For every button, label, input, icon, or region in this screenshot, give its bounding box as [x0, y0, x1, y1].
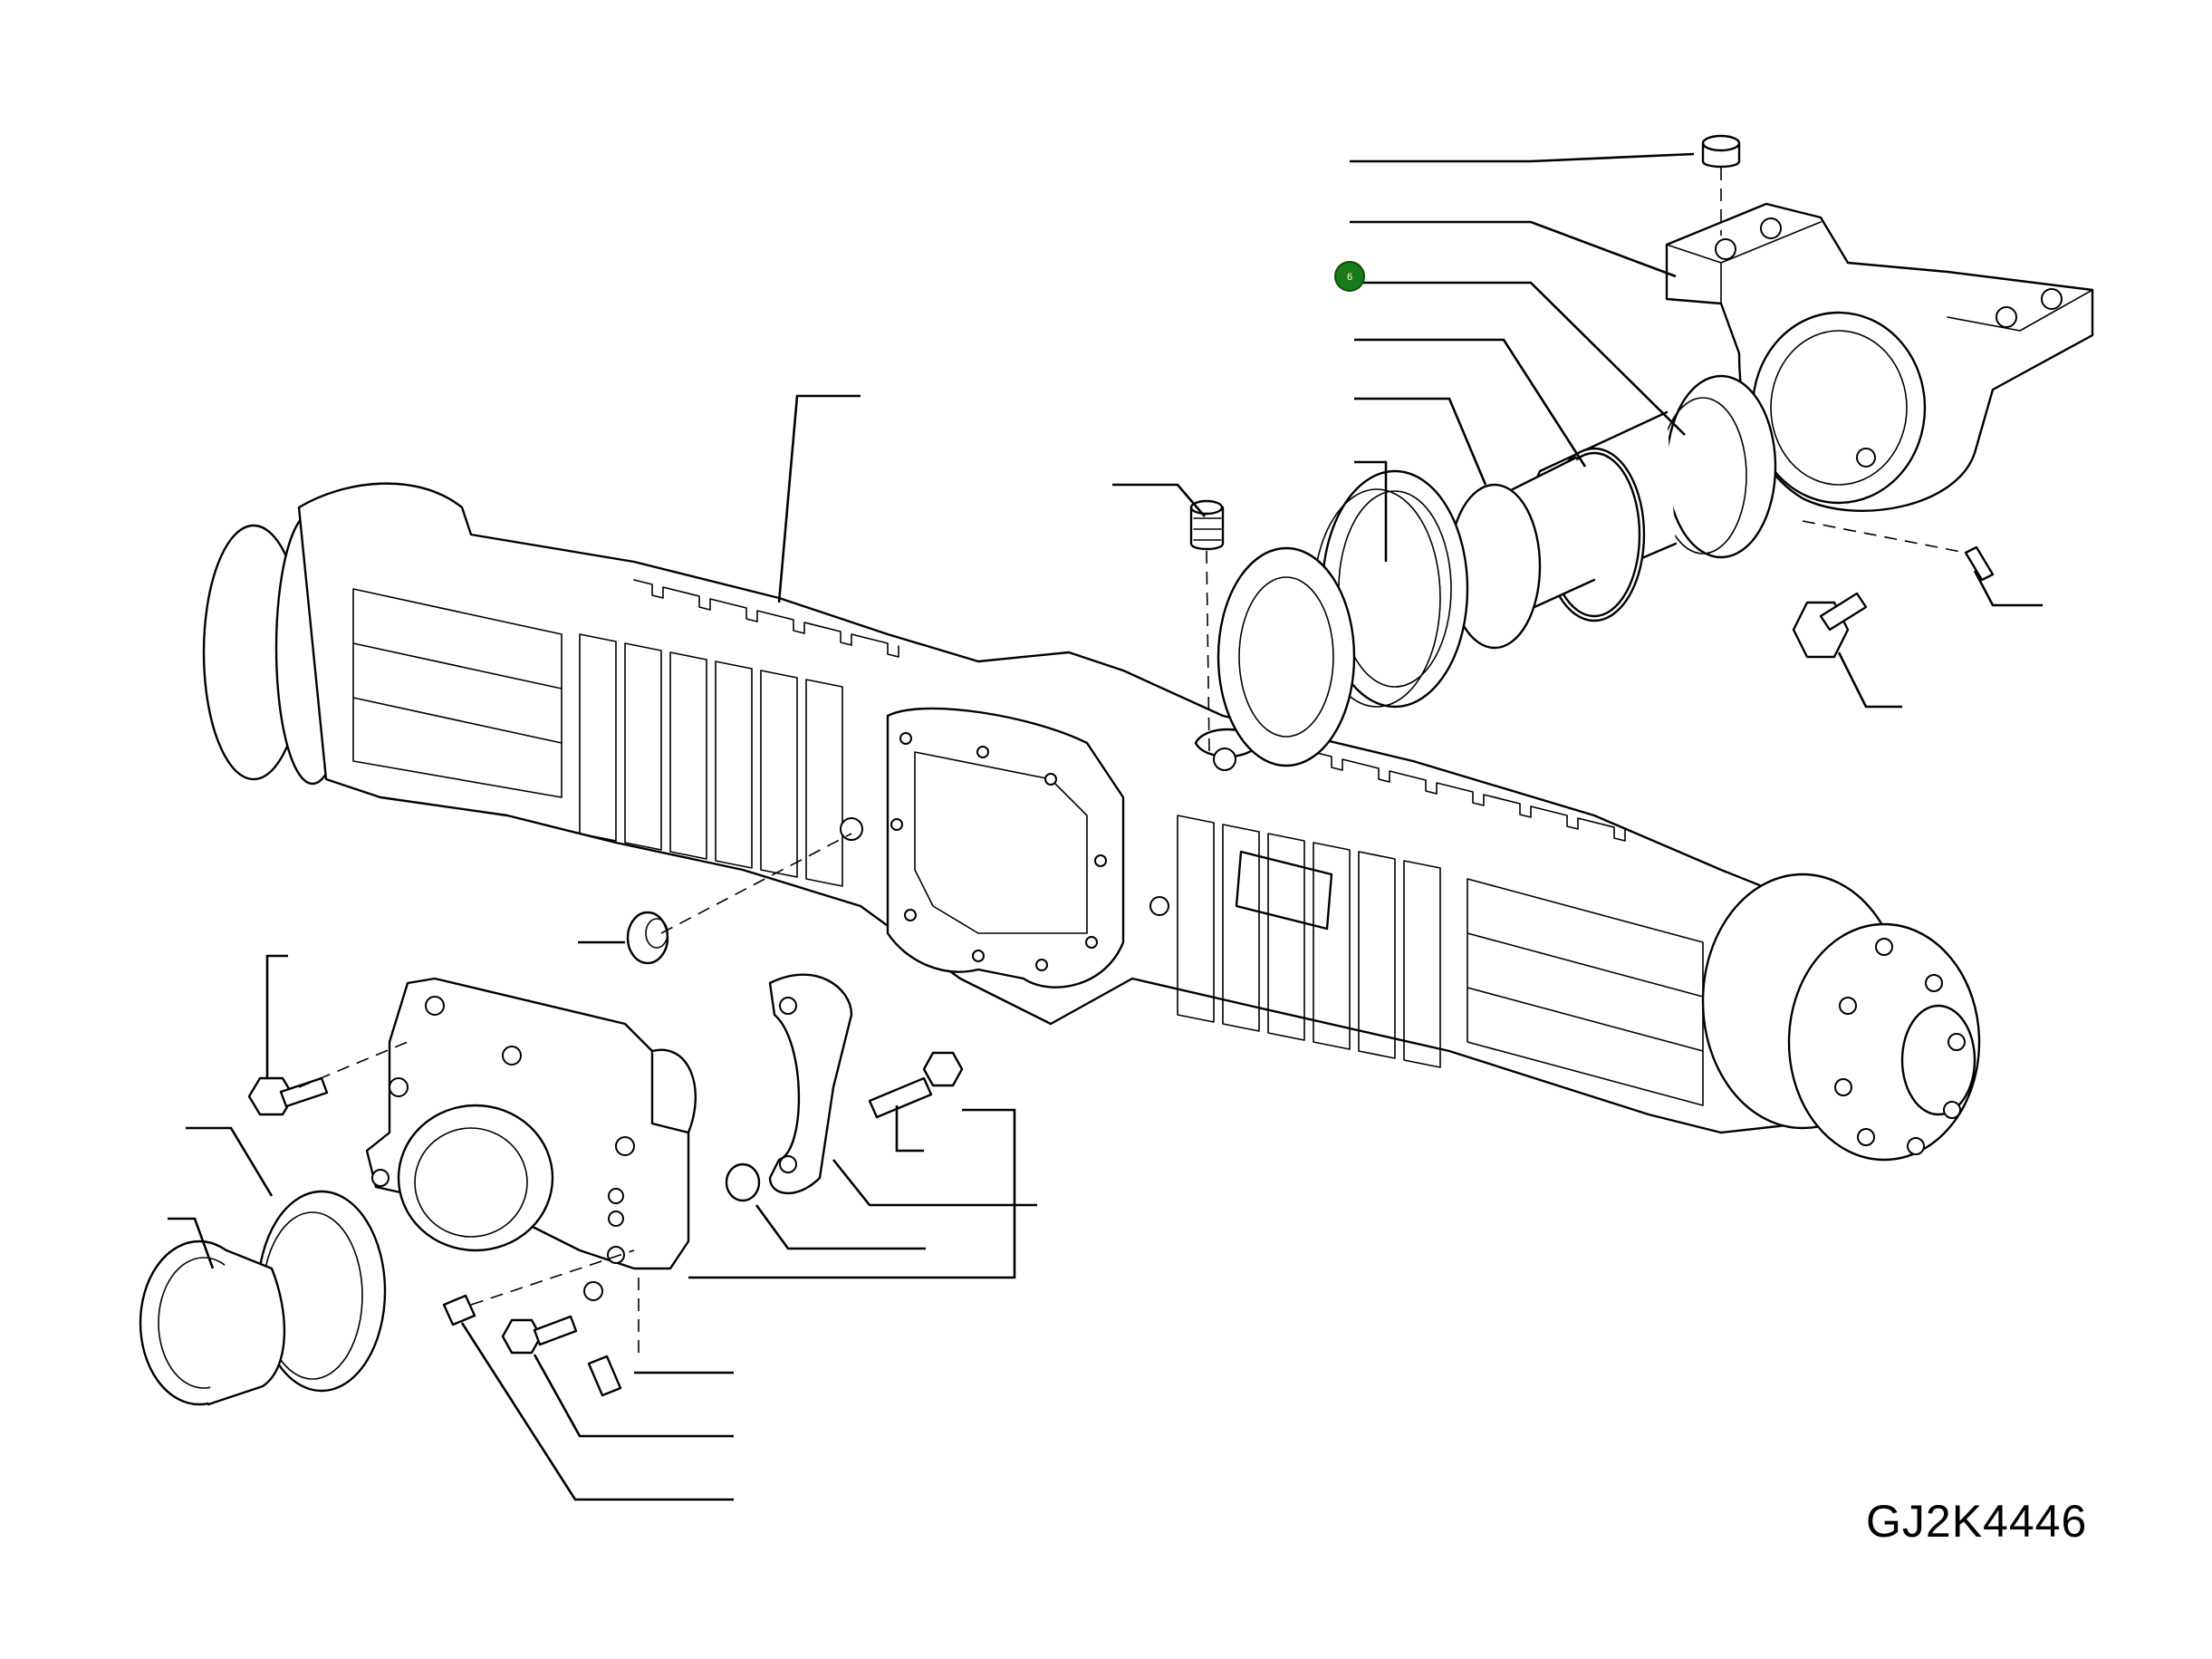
- highlight-marker[interactable]: 6: [1334, 261, 1365, 292]
- bracket-nut: [1701, 134, 1741, 169]
- dowel-pin: [587, 1355, 622, 1397]
- figure-reference-code: GJ2K4446: [1866, 1496, 2088, 1547]
- flange-bolt: [501, 1281, 603, 1355]
- bracket-bolt: [1792, 592, 1868, 659]
- highlight-marker-dot[interactable]: [1334, 261, 1365, 292]
- grease-fitting: [1964, 545, 1995, 582]
- carrier-sleeve: [139, 1239, 286, 1406]
- drain-plug: [626, 911, 669, 965]
- thrust-washer: [1217, 546, 1356, 767]
- carrier-bolt-left: [247, 1076, 329, 1116]
- assembly-axes: [298, 168, 1967, 1359]
- support-bracket: [1665, 202, 2094, 512]
- axle-housing: [202, 482, 1981, 1162]
- callout-leaders: [168, 152, 2043, 1501]
- bearing-cap: [768, 973, 853, 1195]
- set-screw: [442, 1294, 476, 1326]
- front-carrier: [365, 977, 697, 1270]
- bushing-inner: [1447, 451, 1641, 650]
- highlight-marker-label: 6: [1347, 272, 1352, 283]
- breather-plug: [1189, 499, 1225, 551]
- carrier-seal: [256, 1190, 387, 1393]
- spacer: [725, 1162, 761, 1202]
- cap-bolt: [868, 1051, 964, 1119]
